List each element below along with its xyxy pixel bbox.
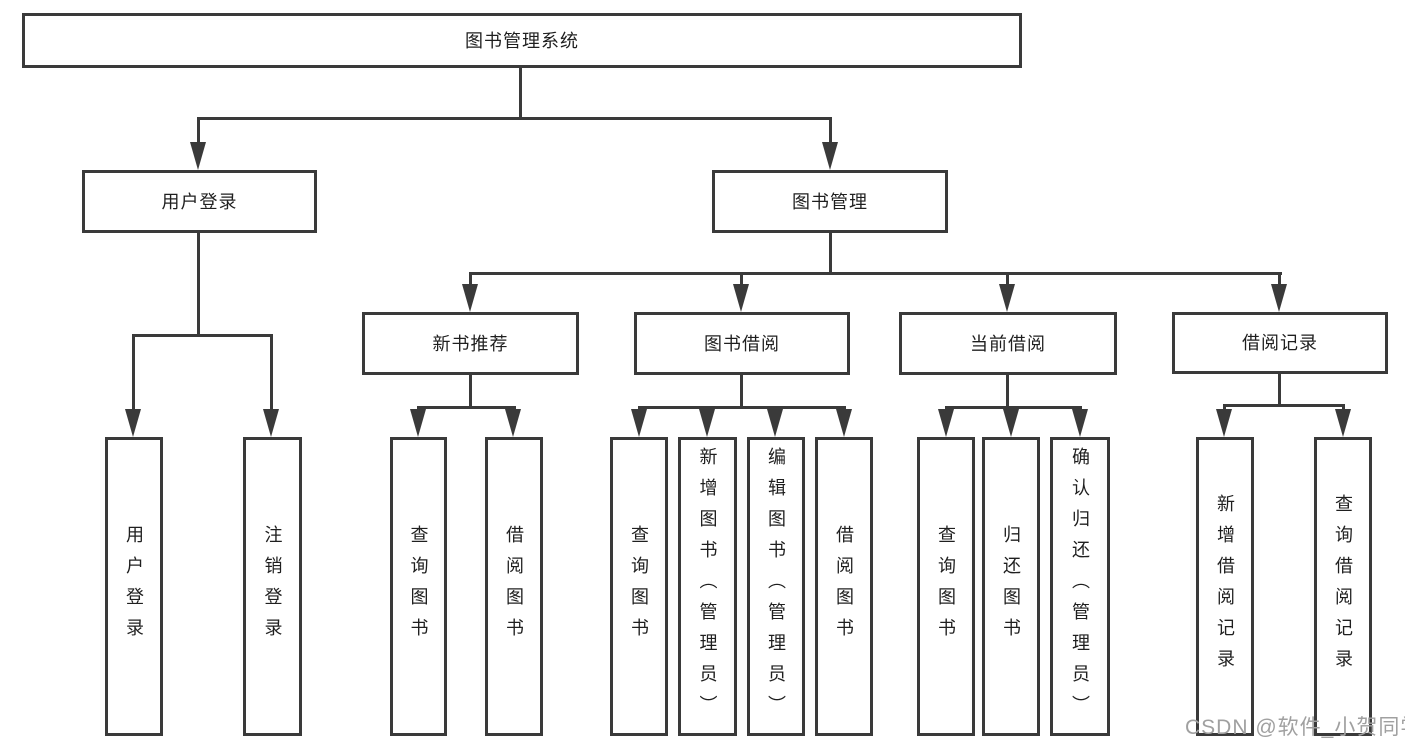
node-label: 新书推荐 bbox=[432, 333, 509, 354]
node-label: 查询图书 bbox=[936, 524, 956, 649]
node-label: 用户登录 bbox=[124, 524, 144, 649]
connector-line bbox=[945, 406, 1082, 409]
node-current-borrowing: 当前借阅 bbox=[899, 312, 1117, 375]
connector-line bbox=[829, 117, 832, 147]
leaf-current-query-books: 查询图书 bbox=[917, 437, 975, 736]
node-label: 查询图书 bbox=[629, 524, 649, 649]
leaf-add-borrow-record: 新增借阅记录 bbox=[1196, 437, 1254, 736]
node-label: 图书借阅 bbox=[704, 333, 780, 354]
connector-line bbox=[1006, 373, 1009, 409]
connector-line bbox=[197, 231, 200, 337]
node-label: 归还图书 bbox=[1001, 524, 1021, 649]
node-label: 查询图书 bbox=[408, 524, 429, 649]
connector-line bbox=[740, 373, 743, 409]
node-new-book-recommend: 新书推荐 bbox=[362, 312, 579, 375]
node-label: 图书管理 bbox=[792, 191, 868, 212]
connector-line bbox=[1278, 272, 1281, 288]
connector-line bbox=[1278, 371, 1281, 407]
connector-line bbox=[270, 334, 273, 414]
connector-line bbox=[469, 373, 472, 409]
arrow-down-icon bbox=[733, 284, 749, 312]
node-label: 当前借阅 bbox=[970, 333, 1046, 354]
arrow-down-icon bbox=[462, 284, 478, 312]
node-label: 用户登录 bbox=[161, 191, 238, 212]
connector-line bbox=[417, 406, 516, 409]
node-label: 确认归还（管理员） bbox=[1070, 447, 1090, 726]
connector-line bbox=[740, 272, 743, 288]
arrow-down-icon bbox=[1072, 409, 1088, 437]
leaf-borrowing-query-books: 查询图书 bbox=[610, 437, 668, 736]
node-label: 借阅图书 bbox=[504, 524, 524, 649]
connector-line bbox=[638, 406, 846, 409]
node-book-borrowing: 图书借阅 bbox=[634, 312, 850, 375]
leaf-confirm-return-admin: 确认归还（管理员） bbox=[1050, 437, 1110, 736]
node-label: 借阅图书 bbox=[834, 524, 854, 649]
leaf-user-login: 用户登录 bbox=[105, 437, 163, 736]
node-borrowing-records: 借阅记录 bbox=[1172, 312, 1388, 374]
leaf-logout: 注销登录 bbox=[243, 437, 302, 736]
leaf-recommend-borrow-books: 借阅图书 bbox=[485, 437, 543, 736]
node-label: 新增借阅记录 bbox=[1215, 493, 1235, 680]
connector-line bbox=[829, 231, 832, 275]
leaf-recommend-query-books: 查询图书 bbox=[390, 437, 447, 736]
connector-line bbox=[1006, 272, 1009, 288]
leaf-edit-books-admin: 编辑图书（管理员） bbox=[747, 437, 805, 736]
arrow-down-icon bbox=[263, 409, 279, 437]
node-label: 新增图书（管理员） bbox=[697, 447, 718, 726]
node-label: 注销登录 bbox=[262, 524, 283, 649]
connector-line bbox=[132, 334, 135, 414]
leaf-add-books-admin: 新增图书（管理员） bbox=[678, 437, 737, 736]
leaf-return-books: 归还图书 bbox=[982, 437, 1040, 736]
node-user-login: 用户登录 bbox=[82, 170, 317, 233]
node-library-system: 图书管理系统 bbox=[22, 13, 1022, 68]
arrow-down-icon bbox=[631, 409, 647, 437]
node-label: 借阅记录 bbox=[1242, 333, 1318, 353]
arrow-down-icon bbox=[1335, 409, 1351, 437]
connector-line bbox=[519, 66, 522, 118]
watermark: CSDN @软件_小贺同学 bbox=[1185, 716, 1405, 739]
connector-line bbox=[197, 117, 200, 147]
arrow-down-icon bbox=[999, 284, 1015, 312]
arrow-down-icon bbox=[699, 409, 715, 437]
arrow-down-icon bbox=[125, 409, 141, 437]
arrow-down-icon bbox=[190, 142, 206, 170]
connector-line bbox=[197, 117, 832, 120]
connector-line bbox=[469, 272, 472, 288]
leaf-query-borrow-record: 查询借阅记录 bbox=[1314, 437, 1372, 736]
arrow-down-icon bbox=[836, 409, 852, 437]
node-label: 编辑图书（管理员） bbox=[766, 447, 786, 726]
arrow-down-icon bbox=[1003, 409, 1019, 437]
arrow-down-icon bbox=[767, 409, 783, 437]
node-label: 查询借阅记录 bbox=[1333, 493, 1353, 680]
connector-line bbox=[1223, 404, 1345, 407]
arrow-down-icon bbox=[938, 409, 954, 437]
arrow-down-icon bbox=[1216, 409, 1232, 437]
connector-line bbox=[132, 334, 273, 337]
leaf-borrow-books: 借阅图书 bbox=[815, 437, 873, 736]
arrow-down-icon bbox=[822, 142, 838, 170]
node-label: 图书管理系统 bbox=[465, 30, 579, 51]
arrow-down-icon bbox=[410, 409, 426, 437]
arrow-down-icon bbox=[505, 409, 521, 437]
connector-line bbox=[469, 272, 1282, 275]
node-book-management: 图书管理 bbox=[712, 170, 948, 233]
arrow-down-icon bbox=[1271, 284, 1287, 312]
